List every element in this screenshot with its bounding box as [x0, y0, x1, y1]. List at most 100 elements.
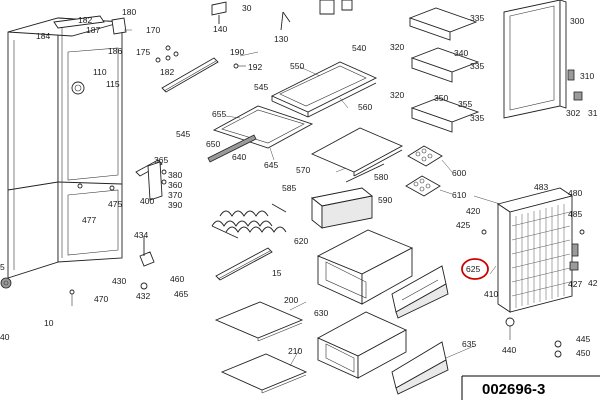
egg-tray [405, 145, 443, 197]
part-label: 430 [112, 276, 126, 286]
part-label: 550 [290, 61, 304, 71]
part-label: 182 [78, 15, 92, 25]
part-label: 410 [484, 289, 498, 299]
part-label: 640 [232, 152, 246, 162]
crisper-front-625 [391, 265, 449, 319]
door-balconies [408, 7, 480, 133]
part-label: 302 [566, 108, 580, 118]
small-drawer-590 [310, 187, 374, 229]
part-label: 390 [168, 200, 182, 210]
glass-shelf-570 [310, 127, 404, 183]
part-label: 340 [454, 48, 468, 58]
part-label: 427 [568, 279, 582, 289]
freezer-door-410 [496, 187, 579, 313]
cabinet [0, 15, 127, 289]
part-label: 190 [230, 47, 244, 57]
part-label: 300 [570, 16, 584, 26]
glass-shelf-540 [270, 61, 378, 118]
part-label: 460 [170, 274, 184, 284]
part-label: 475 [108, 199, 122, 209]
drawing-number-box: 002696-3 [461, 375, 600, 400]
part-label: 470 [94, 294, 108, 304]
part-label: 360 [168, 180, 182, 190]
part-label: 187 [86, 25, 100, 35]
part-label: 480 [568, 188, 582, 198]
part-label: 630 [314, 308, 328, 318]
crisper-drawer-630 [316, 311, 408, 379]
part-label: 545 [254, 82, 268, 92]
part-label: 210 [288, 346, 302, 356]
part-labels: 182 184 187 180 170 186 175 140 30 130 1… [0, 3, 598, 358]
part-label: 485 [568, 209, 582, 219]
part-label: 192 [248, 62, 262, 72]
part-label: 610 [452, 190, 466, 200]
part-label: 180 [122, 7, 136, 17]
part-label: 420 [466, 206, 480, 216]
part-label: 186 [108, 46, 122, 56]
part-label: 15 [272, 268, 282, 278]
part-label: 182 [160, 67, 174, 77]
part-label: 170 [146, 25, 160, 35]
glass-plate-210 [220, 353, 308, 394]
part-label: 585 [282, 183, 296, 193]
part-label: 600 [452, 168, 466, 178]
part-label: 425 [456, 220, 470, 230]
part-label: 635 [462, 339, 476, 349]
glass-shelf-655 [207, 105, 314, 163]
part-label: 620 [294, 236, 308, 246]
part-label: 115 [106, 79, 120, 89]
part-label: 450 [576, 348, 590, 358]
hinges-and-screws [69, 161, 585, 358]
part-label: 40 [0, 332, 10, 342]
part-label: 350 [434, 93, 448, 103]
part-label: 30 [242, 3, 252, 13]
part-label: 655 [212, 109, 226, 119]
part-label: 335 [470, 61, 484, 71]
part-label: 365 [154, 155, 168, 165]
part-label: 175 [136, 47, 150, 57]
part-label: 320 [390, 90, 404, 100]
glass-plate-200 [214, 301, 304, 342]
fridge-door-upper [503, 0, 583, 119]
part-label: 10 [44, 318, 54, 328]
crisper-front-635 [391, 341, 449, 395]
part-label: 625 [466, 264, 480, 274]
part-label: 580 [374, 172, 388, 182]
part-label: 440 [502, 345, 516, 355]
part-label: 335 [470, 113, 484, 123]
part-label: 31 [588, 108, 598, 118]
part-label: 477 [82, 215, 96, 225]
part-label: 200 [284, 295, 298, 305]
top-hinge-parts [155, 0, 353, 93]
crisper-drawer-620 [316, 229, 414, 305]
part-label: 310 [580, 71, 594, 81]
part-label: 650 [206, 139, 220, 149]
part-label: 400 [140, 196, 154, 206]
part-label: 110 [93, 67, 107, 77]
part-label: 645 [264, 160, 278, 170]
part-label: 434 [134, 230, 148, 240]
part-label: 140 [213, 24, 227, 34]
part-label: 590 [378, 195, 392, 205]
highlight-circle [461, 258, 489, 280]
part-label: 320 [390, 42, 404, 52]
part-label: 483 [534, 182, 548, 192]
part-label: 465 [174, 289, 188, 299]
part-label: 432 [136, 291, 150, 301]
part-label: 130 [274, 34, 288, 44]
part-label: 335 [470, 13, 484, 23]
part-label: 370 [168, 190, 182, 200]
part-label: 445 [576, 334, 590, 344]
part-label: 540 [352, 43, 366, 53]
part-label: 560 [358, 102, 372, 112]
part-label: 355 [458, 99, 472, 109]
part-label: 570 [296, 165, 310, 175]
leader-lines [124, 29, 501, 367]
part-label: 545 [176, 129, 190, 139]
drawing-number: 002696-3 [482, 381, 545, 398]
part-label: 184 [36, 31, 50, 41]
part-label: 42 [588, 278, 598, 288]
bottle-rack [211, 203, 287, 239]
